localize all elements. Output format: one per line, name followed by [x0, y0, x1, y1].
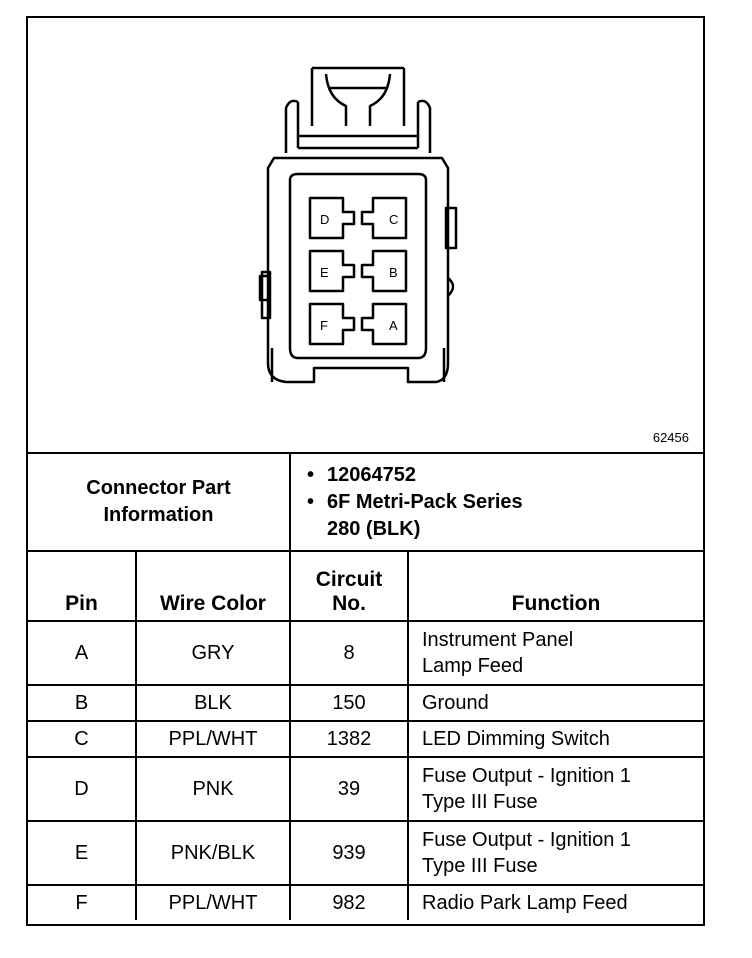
wire-color-cell: PNK/BLK	[135, 820, 291, 886]
part-info-list: 12064752 6F Metri-Pack Series 280 (BLK)	[289, 452, 703, 552]
header-circuit-line2: No.	[332, 592, 366, 615]
circuit-cell: 150	[289, 684, 409, 722]
circuit-cell: 1382	[289, 720, 409, 758]
cavity-label-f: F	[320, 318, 328, 333]
wire-color-cell: PPL/WHT	[135, 720, 291, 758]
circuit-cell: 8	[289, 620, 409, 686]
connector-series: 6F Metri-Pack Series	[307, 489, 703, 516]
header-row: Pin Wire Color Circuit No. Function	[28, 550, 703, 622]
connector-diagram: D C E B F A 62456	[28, 18, 703, 452]
wire-color-cell: BLK	[135, 684, 291, 722]
pin-cell: A	[28, 620, 137, 686]
part-number: 12064752	[307, 462, 703, 489]
pin-cell: B	[28, 684, 137, 722]
circuit-cell: 39	[289, 756, 409, 822]
function-line2: Lamp Feed	[422, 655, 524, 677]
part-info-label-line1: Connector Part	[86, 477, 231, 499]
pin-cell: D	[28, 756, 137, 822]
header-wire-color: Wire Color	[135, 550, 291, 622]
cavity-label-e: E	[320, 265, 329, 280]
wire-color-cell: PPL/WHT	[135, 884, 291, 920]
connector-table: Connector Part Information 12064752 6F M…	[28, 452, 703, 920]
part-info-label: Connector Part Information	[28, 452, 291, 552]
part-info-row: Connector Part Information 12064752 6F M…	[28, 452, 703, 552]
function-cell: Ground	[407, 684, 703, 722]
cavity-label-d: D	[320, 212, 329, 227]
table-row: B BLK 150 Ground	[28, 684, 703, 722]
wire-color-cell: PNK	[135, 756, 291, 822]
header-circuit: Circuit No.	[289, 550, 409, 622]
header-pin: Pin	[28, 550, 137, 622]
function-line1: Fuse Output - Ignition 1	[422, 829, 632, 851]
header-function: Function	[407, 550, 703, 622]
table-row: A GRY 8 Instrument Panel Lamp Feed	[28, 620, 703, 686]
pin-cell: F	[28, 884, 137, 920]
connector-face-drawing: D C E B F A	[258, 66, 458, 384]
function-line1: Instrument Panel	[422, 629, 574, 651]
pin-cell: C	[28, 720, 137, 758]
function-cell: Fuse Output - Ignition 1 Type III Fuse	[407, 756, 703, 822]
cavity-label-a: A	[389, 318, 398, 333]
function-cell: Radio Park Lamp Feed	[407, 884, 703, 920]
connector-sheet: D C E B F A 62456 Connector Part Informa…	[26, 16, 705, 926]
connector-series-cont: 280 (BLK)	[327, 517, 421, 540]
cavity-label-b: B	[389, 265, 398, 280]
function-line1: Fuse Output - Ignition 1	[422, 765, 632, 787]
table-row: D PNK 39 Fuse Output - Ignition 1 Type I…	[28, 756, 703, 822]
part-info-label-line2: Information	[103, 504, 214, 526]
pin-cell: E	[28, 820, 137, 886]
function-line2: Type III Fuse	[422, 791, 538, 813]
table-row: F PPL/WHT 982 Radio Park Lamp Feed	[28, 884, 703, 920]
function-cell: LED Dimming Switch	[407, 720, 703, 758]
circuit-cell: 982	[289, 884, 409, 920]
wire-color-cell: GRY	[135, 620, 291, 686]
table-row: E PNK/BLK 939 Fuse Output - Ignition 1 T…	[28, 820, 703, 886]
circuit-cell: 939	[289, 820, 409, 886]
figure-id: 62456	[652, 430, 689, 445]
function-cell: Fuse Output - Ignition 1 Type III Fuse	[407, 820, 703, 886]
table-row: C PPL/WHT 1382 LED Dimming Switch	[28, 720, 703, 758]
header-circuit-line1: Circuit	[315, 568, 383, 591]
cavity-label-c: C	[389, 212, 398, 227]
function-line2: Type III Fuse	[422, 855, 538, 877]
function-cell: Instrument Panel Lamp Feed	[407, 620, 703, 686]
